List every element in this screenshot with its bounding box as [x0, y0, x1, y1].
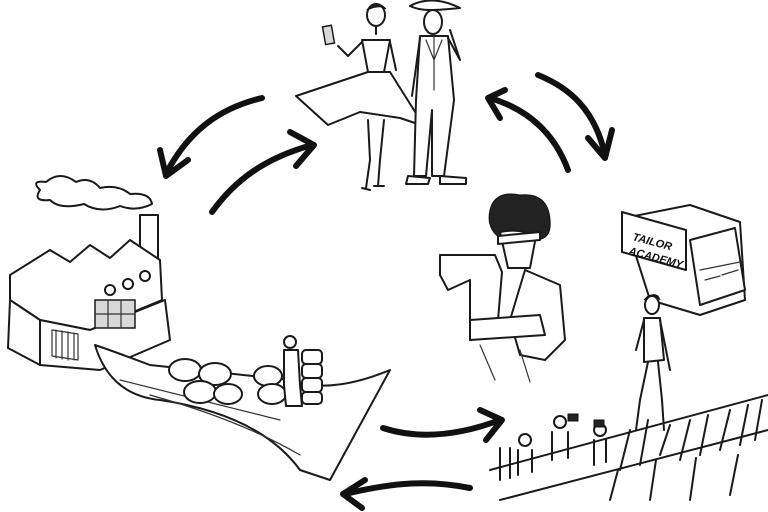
fashion-models [295, 0, 467, 191]
fabric-sheet-with-cotton-bales [94, 335, 391, 481]
arrow-to-factory [157, 95, 265, 179]
man-model [405, 0, 467, 185]
arrow-to-models-from-tailor [485, 87, 571, 173]
arrow-to-tailor [535, 72, 615, 161]
audience-foreground [609, 399, 763, 501]
arrow-to-fabric [340, 477, 473, 511]
smoke-cloud [35, 175, 153, 211]
worker-figure [283, 335, 303, 407]
runway-model [635, 294, 671, 431]
cotton-bales [168, 349, 323, 405]
tailor-with-sewing-machine [439, 193, 566, 383]
sewing-machine [439, 254, 503, 321]
academy-sign-board [621, 211, 687, 271]
tailor-academy-building: TAILOR ACADEMY [621, 204, 746, 316]
cycle-arrows [157, 72, 615, 511]
runway-with-audience [489, 294, 768, 501]
factory [7, 175, 171, 371]
arrow-to-models [209, 129, 317, 215]
woman-model [295, 3, 425, 191]
audience-photographers [499, 413, 607, 481]
arrow-to-runway [380, 407, 505, 443]
